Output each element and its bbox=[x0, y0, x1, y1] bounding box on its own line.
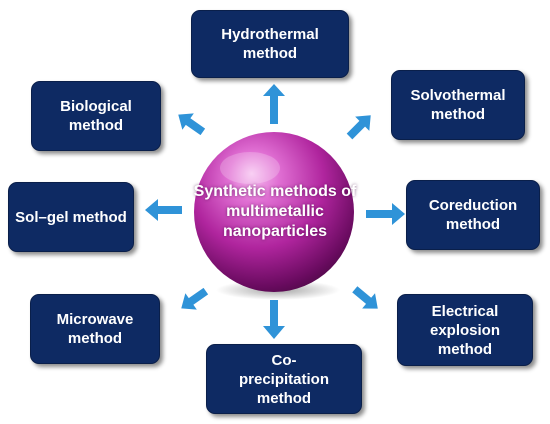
hydrothermal-method-box: Hydrothermal method bbox=[191, 10, 349, 78]
coreduction-method-label: Coreduction method bbox=[428, 197, 518, 233]
microwave-method-label: Microwave method bbox=[56, 311, 134, 347]
arrow-to-co-precipitation bbox=[263, 300, 285, 339]
electrical-explosion-method-box: Electrical explosion method bbox=[397, 294, 533, 366]
arrow-to-electrical-explosion bbox=[352, 286, 378, 309]
arrow-to-biological bbox=[178, 113, 206, 136]
arrow-to-sol-gel bbox=[145, 199, 182, 221]
solvothermal-method-box: Solvothermal method bbox=[391, 70, 525, 140]
arrow-to-microwave bbox=[181, 287, 209, 310]
central-sphere bbox=[194, 132, 354, 292]
sol-gel-method-label: Sol–gel method bbox=[15, 208, 127, 226]
sphere-highlight bbox=[220, 152, 280, 184]
arrow-to-hydrothermal bbox=[263, 84, 285, 124]
arrow-to-coreduction bbox=[366, 203, 405, 225]
arrow-to-solvothermal bbox=[346, 115, 371, 140]
co-precipitation-method-label: Co-precipitation method bbox=[238, 351, 329, 407]
sol-gel-method-box: Sol–gel method bbox=[8, 182, 134, 252]
electrical-explosion-method-label: Electrical explosion method bbox=[429, 302, 500, 358]
biological-method-label: Biological method bbox=[60, 98, 132, 134]
solvothermal-method-label: Solvothermal method bbox=[410, 87, 506, 123]
microwave-method-box: Microwave method bbox=[30, 294, 160, 364]
hydrothermal-method-label: Hydrothermal method bbox=[221, 26, 319, 62]
coreduction-method-box: Coreduction method bbox=[406, 180, 540, 250]
co-precipitation-method-box: Co-precipitation method bbox=[206, 344, 362, 414]
biological-method-box: Biological method bbox=[31, 81, 161, 151]
center-label-text: Synthetic methods of multimetallic nanop… bbox=[193, 183, 357, 240]
center-label: Synthetic methods of multimetallic nanop… bbox=[180, 170, 370, 254]
